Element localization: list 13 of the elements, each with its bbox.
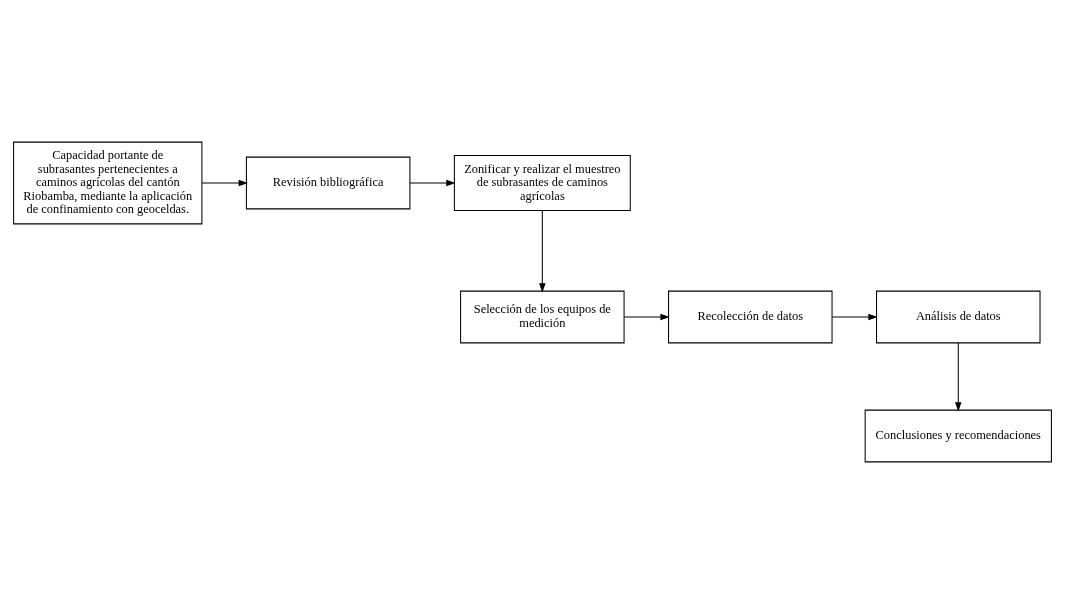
- arrow: [623, 313, 670, 320]
- arrow: [955, 342, 962, 411]
- node-box: Zonificar y realizar el muestreo de subrasantes de caminos agrícolas: [453, 154, 631, 211]
- node-box: Selección de los equipos de medición: [460, 290, 625, 343]
- node-box: Revisión bibliográfica: [245, 156, 411, 209]
- arrow: [409, 179, 456, 186]
- node-box: Capacidad portante de subrasantes pertenecientes a caminos agrícolas del cantón Riobamba, mediante la aplicación de confinamiento con geoceldas.: [13, 141, 203, 224]
- node-box: Conclusiones y recomendaciones: [864, 409, 1052, 462]
- arrow: [831, 313, 878, 320]
- arrow: [539, 209, 546, 293]
- arrow: [201, 179, 248, 186]
- node-box: Recolección de datos: [668, 290, 833, 343]
- node-box: Análisis de datos: [876, 290, 1041, 343]
